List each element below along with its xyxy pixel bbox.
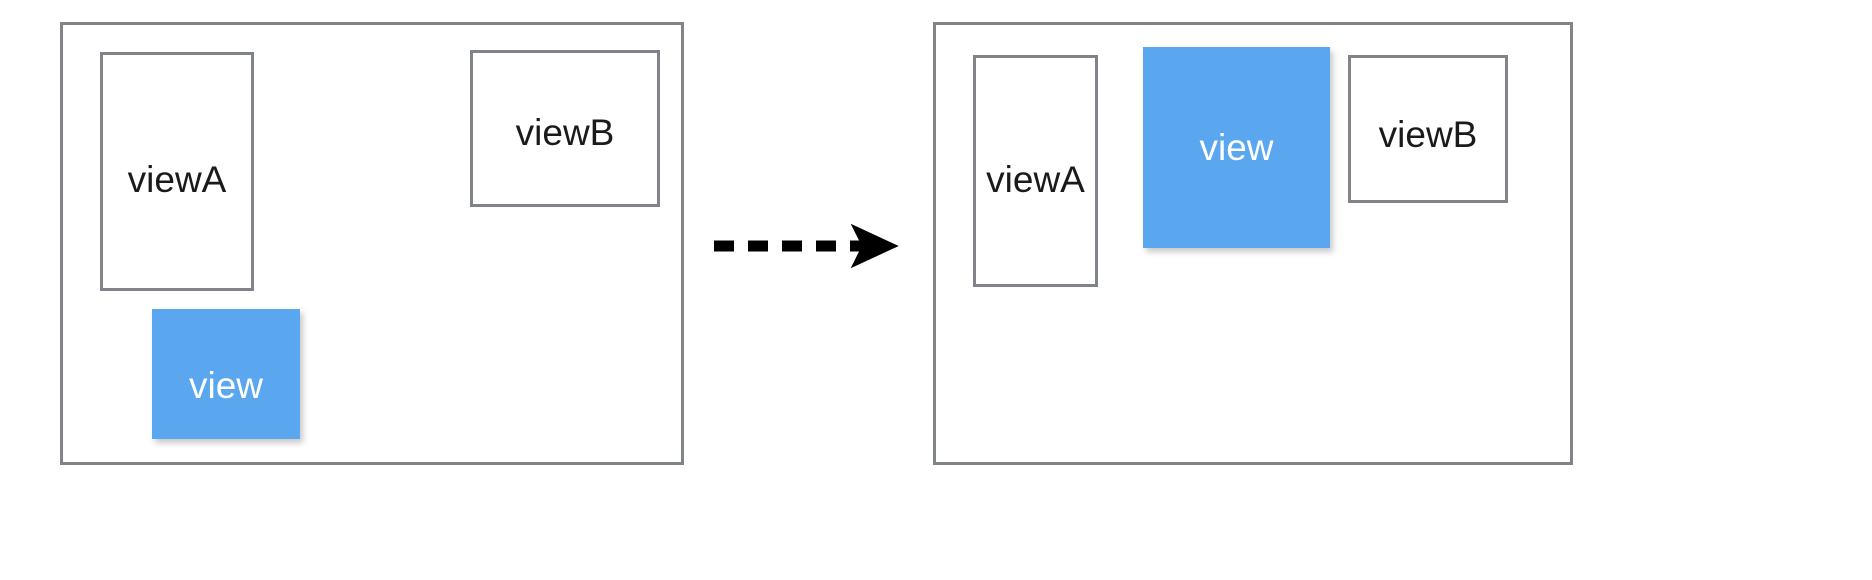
after-view-box[interactable]: view <box>1143 47 1330 248</box>
before-viewB-label: viewB <box>515 112 615 153</box>
before-view-box[interactable]: view <box>152 309 300 439</box>
before-viewB-box[interactable]: viewB <box>470 50 660 207</box>
after-view-label: view <box>1199 127 1274 168</box>
before-viewA-label: viewA <box>127 159 227 200</box>
after-viewA-label: viewA <box>986 159 1085 200</box>
dashed-arrow-icon <box>714 223 899 269</box>
before-view-label: view <box>188 365 264 406</box>
after-viewB-box[interactable]: viewB <box>1348 55 1508 203</box>
dashed-arrow <box>712 222 902 270</box>
after-viewA-box[interactable]: viewA <box>973 55 1098 287</box>
before-viewA-box[interactable]: viewA <box>100 52 254 291</box>
after-viewB-label: viewB <box>1378 114 1478 155</box>
